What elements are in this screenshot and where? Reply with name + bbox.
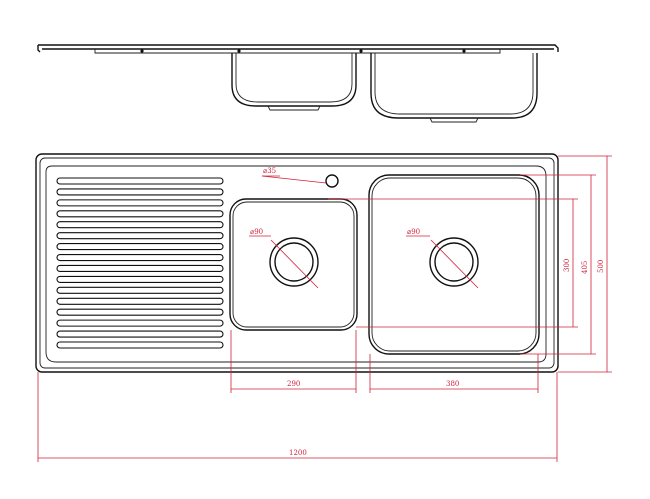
- side-view-flange: [94, 49, 501, 54]
- drainer-groove: [56, 275, 224, 283]
- small-bowl-width-dimension: 290: [287, 380, 300, 388]
- drainer-groove: [56, 264, 224, 273]
- side-view-clip: [462, 49, 466, 53]
- small-bowl-waste-inner-icon: [274, 242, 314, 282]
- drainer-groove: [56, 253, 224, 262]
- drainer-groove: [56, 232, 224, 240]
- side-view-clip: [140, 49, 144, 53]
- side-view-large-bowl: [370, 53, 538, 119]
- drainer-groove: [56, 297, 224, 305]
- large-bowl-waste-inner-icon: [434, 242, 474, 282]
- drainer-groove: [56, 243, 224, 251]
- drainer-groove: [56, 319, 224, 327]
- drainer-groove: [56, 177, 224, 185]
- drainer-groove: [56, 308, 224, 316]
- inner-depth-dimension: 405: [581, 261, 589, 274]
- tap-hole-icon: [325, 174, 339, 188]
- small-waste-dimension: ⌀90: [250, 228, 263, 236]
- side-view-clip: [359, 49, 363, 53]
- drainer-groove: [56, 330, 224, 338]
- overall-length-dimension: 1200: [289, 449, 307, 457]
- large-bowl-outline: [368, 174, 540, 355]
- side-view-large-bowl-inner: [374, 53, 534, 115]
- overall-depth-dimension: 500: [597, 260, 605, 273]
- drainer-groove: [56, 286, 224, 294]
- drainer-grooves: [56, 177, 224, 349]
- large-waste-dimension: ⌀90: [407, 228, 420, 236]
- large-bowl-width-dimension: 380: [446, 380, 459, 388]
- large-waste-diameter-line: [430, 239, 479, 289]
- side-view-small-bowl-inner: [235, 53, 353, 103]
- drainer-groove: [56, 210, 224, 218]
- small-bowl-inner: [232, 201, 355, 328]
- tap-hole-dimension: ⌀35: [263, 167, 276, 175]
- drainer-groove: [56, 221, 224, 229]
- drainer-groove: [56, 188, 224, 196]
- sink-side-view: [37, 44, 559, 123]
- dimension-annotations: ⌀35 ⌀90 ⌀90 290 380 1200 300 405 500: [37, 155, 612, 462]
- side-view-clip: [237, 49, 241, 53]
- large-bowl-inner: [371, 177, 537, 352]
- small-bowl-waste-outer-icon: [269, 237, 319, 287]
- drainer-groove: [56, 199, 224, 207]
- side-view-small-bowl: [231, 53, 357, 107]
- side-view-deck: [37, 44, 559, 53]
- plan-outer-edge-inner: [39, 157, 555, 369]
- large-bowl-waste-outer-icon: [429, 237, 479, 287]
- drainer-groove: [56, 341, 224, 349]
- sink-plan-view: [35, 153, 559, 373]
- small-waste-diameter-line: [270, 239, 319, 289]
- small-bowl-outline: [229, 198, 358, 331]
- side-view-small-waste: [267, 105, 321, 111]
- tap-hole-leader: [261, 175, 327, 184]
- bowl-depth-dimension: 300: [563, 259, 571, 272]
- plan-outer-edge: [35, 153, 559, 373]
- side-view-large-waste: [429, 117, 479, 123]
